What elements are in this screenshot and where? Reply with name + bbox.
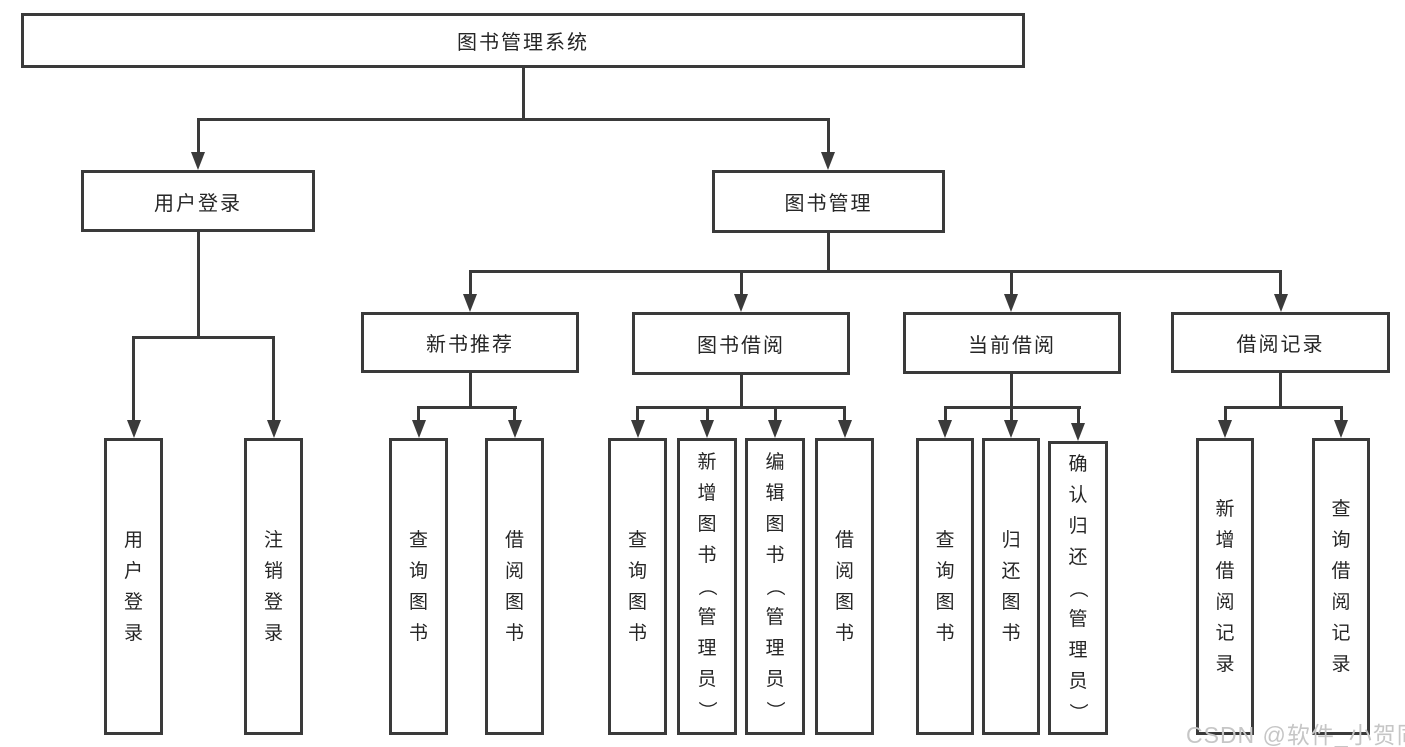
connector-line: [1009, 374, 1013, 409]
leaf-return-books: 归还图书: [982, 438, 1040, 735]
leaf-query-books-1-label: 查询图书: [408, 529, 428, 644]
arrow-down-icon: [630, 420, 645, 438]
node-book-borrowing: 图书借阅: [632, 312, 850, 375]
leaf-query-books-2: 查询图书: [608, 438, 667, 735]
leaf-add-borrow-record-label: 新增借阅记录: [1215, 498, 1235, 675]
connector-line: [739, 375, 743, 409]
connector-line: [196, 232, 200, 338]
leaf-edit-books-admin-label: 编辑图书（管理员）: [764, 452, 786, 721]
node-borrowing-records: 借阅记录: [1171, 312, 1390, 373]
leaf-borrow-books-2: 借阅图书: [815, 438, 874, 735]
connector-line: [196, 121, 200, 152]
node-user-login: 用户登录: [81, 170, 315, 232]
connector-line: [1223, 406, 1343, 409]
connector-line: [636, 409, 639, 420]
connector-line: [468, 270, 1282, 273]
connector-line: [468, 273, 472, 294]
arrow-down-icon: [1004, 294, 1018, 312]
leaf-confirm-return-admin-label: 确认归还（管理员）: [1067, 453, 1089, 722]
arrow-down-icon: [266, 420, 281, 438]
connector-line: [417, 406, 517, 409]
leaf-user-login-label: 用户登录: [123, 529, 143, 644]
leaf-add-books-admin-label: 新增图书（管理员）: [696, 452, 718, 721]
leaf-query-books-3-label: 查询图书: [935, 529, 955, 644]
connector-line: [1223, 409, 1227, 420]
node-book-management: 图书管理: [712, 170, 945, 233]
arrow-down-icon: [821, 152, 835, 170]
leaf-user-login: 用户登录: [104, 438, 163, 735]
leaf-borrow-books-2-label: 借阅图书: [834, 529, 854, 644]
connector-line: [1076, 409, 1080, 423]
connector-line: [826, 233, 830, 272]
arrow-down-icon: [1273, 294, 1288, 312]
leaf-query-books-2-label: 查询图书: [627, 529, 647, 644]
leaf-add-borrow-record: 新增借阅记录: [1196, 438, 1254, 735]
arrow-down-icon: [1071, 423, 1085, 441]
connector-line: [417, 409, 420, 420]
connector-line: [773, 409, 777, 420]
leaf-query-borrow-record: 查询借阅记录: [1312, 438, 1370, 735]
arrow-down-icon: [126, 420, 141, 438]
connector-line: [468, 373, 472, 409]
connector-line: [705, 409, 709, 420]
connector-line: [636, 406, 846, 409]
node-current-borrowing: 当前借阅: [903, 312, 1121, 374]
leaf-confirm-return-admin: 确认归还（管理员）: [1048, 441, 1108, 735]
connector-line: [132, 339, 135, 420]
leaf-logout-label: 注销登录: [263, 529, 283, 644]
arrow-down-icon: [768, 420, 782, 438]
arrow-down-icon: [837, 420, 852, 438]
connector-line: [943, 409, 947, 420]
leaf-borrow-books-1-label: 借阅图书: [504, 529, 524, 644]
connector-line: [132, 336, 275, 339]
arrow-down-icon: [191, 152, 205, 170]
leaf-logout: 注销登录: [244, 438, 303, 735]
connector-line: [1339, 409, 1343, 420]
connector-line: [739, 273, 743, 294]
watermark: CSDN @软件_小贺同学: [1186, 722, 1405, 747]
arrow-down-icon: [938, 420, 952, 438]
connector-line: [1009, 409, 1013, 420]
connector-line: [843, 409, 846, 420]
connector-line: [521, 68, 525, 119]
arrow-down-icon: [700, 420, 714, 438]
connector-line: [1279, 373, 1282, 409]
arrow-down-icon: [507, 420, 522, 438]
connector-line: [196, 118, 830, 121]
node-library-management-system: 图书管理系统: [21, 13, 1025, 68]
connector-line: [513, 409, 516, 420]
leaf-query-books-1: 查询图书: [389, 438, 448, 735]
leaf-return-books-label: 归还图书: [1001, 529, 1021, 644]
leaf-query-books-3: 查询图书: [916, 438, 974, 735]
node-new-book-recommendation: 新书推荐: [361, 312, 579, 373]
leaf-edit-books-admin: 编辑图书（管理员）: [745, 438, 805, 735]
arrow-down-icon: [463, 294, 477, 312]
connector-line: [826, 121, 830, 152]
leaf-add-books-admin: 新增图书（管理员）: [677, 438, 737, 735]
arrow-down-icon: [1004, 420, 1018, 438]
arrow-down-icon: [734, 294, 748, 312]
arrow-down-icon: [1334, 420, 1348, 438]
leaf-borrow-books-1: 借阅图书: [485, 438, 544, 735]
connector-line: [943, 406, 1081, 409]
leaf-query-borrow-record-label: 查询借阅记录: [1331, 498, 1351, 675]
connector-line: [272, 339, 275, 420]
arrow-down-icon: [1218, 420, 1232, 438]
arrow-down-icon: [411, 420, 426, 438]
connector-line: [1279, 273, 1282, 294]
connector-line: [1009, 273, 1013, 294]
